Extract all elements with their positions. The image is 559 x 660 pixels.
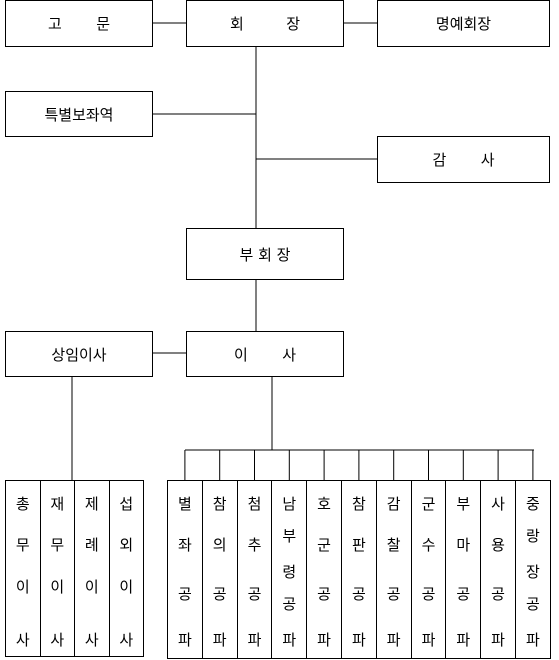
clan-branch-char: 감 xyxy=(386,495,401,513)
left-director-char: 외 xyxy=(119,536,134,554)
clan-branch-char: 공 xyxy=(491,585,505,603)
vice-chairman-box: 부 회 장 xyxy=(186,228,344,280)
clan-branch-char: 좌 xyxy=(177,536,192,554)
left-director-char: 이 xyxy=(50,578,65,596)
chairman-char-1: 회 xyxy=(230,15,244,33)
clan-branch-char: 공 xyxy=(386,585,401,603)
advisor-box: 고 문 xyxy=(5,0,153,47)
clan-branch-char: 의 xyxy=(212,536,227,554)
director-char-1: 이 xyxy=(234,345,248,364)
clan-branch-char: 부 xyxy=(456,495,471,513)
left-director-char: 사 xyxy=(50,631,65,649)
clan-branch-char: 파 xyxy=(421,631,436,649)
clan-branch-char: 공 xyxy=(351,585,366,603)
clan-branch-char: 사 xyxy=(491,495,505,513)
honorary-chairman-label: 명예회장 xyxy=(435,15,492,33)
left-director-char: 례 xyxy=(84,536,99,554)
clan-branch-char: 용 xyxy=(491,536,505,554)
auditor-box: 감 사 xyxy=(377,136,550,183)
left-director-char: 이 xyxy=(84,578,99,596)
clan-branch-char: 추 xyxy=(247,536,262,554)
clan-branch-char: 공 xyxy=(282,595,297,613)
clan-branch-char: 공 xyxy=(177,585,192,603)
vice-chairman-label: 부 회 장 xyxy=(239,245,291,264)
clan-branch-char: 참 xyxy=(212,495,227,513)
clan-branch-char: 파 xyxy=(212,631,227,649)
clan-branch-char: 파 xyxy=(317,631,331,649)
special-aide-label: 특별보좌역 xyxy=(44,105,114,124)
clan-branch-char: 랑 xyxy=(525,527,540,545)
clan-branch-char: 부 xyxy=(282,527,297,545)
standing-director-box: 상임이사 xyxy=(5,331,153,377)
left-director-char: 사 xyxy=(119,631,134,649)
clan-branch-char: 찰 xyxy=(386,536,401,554)
left-director-char: 이 xyxy=(15,578,30,596)
auditor-char-2: 사 xyxy=(480,151,495,169)
chairman-box: 회 장 xyxy=(186,0,344,47)
left-director-char: 무 xyxy=(15,536,30,554)
left-director-char: 사 xyxy=(15,631,30,649)
clan-branch-char: 군 xyxy=(317,536,331,554)
clan-branch-char: 별 xyxy=(177,495,192,513)
clan-branch-char: 수 xyxy=(421,536,436,554)
clan-branch-char: 마 xyxy=(456,536,471,554)
advisor-char-1: 고 xyxy=(48,15,62,33)
clan-branch-char: 공 xyxy=(212,585,227,603)
clan-branch-char: 파 xyxy=(456,631,471,649)
advisor-char-2: 문 xyxy=(96,15,110,33)
chairman-char-2: 장 xyxy=(286,15,300,33)
clan-branch-char: 파 xyxy=(351,631,366,649)
clan-branch-char: 파 xyxy=(525,631,540,649)
clan-branch-char: 령 xyxy=(282,563,297,581)
clan-branch-char: 남 xyxy=(282,495,297,513)
left-director-char: 섭 xyxy=(119,495,134,513)
special-aide-box: 특별보좌역 xyxy=(5,91,153,137)
clan-branch-char: 파 xyxy=(177,631,192,649)
honorary-chairman-box: 명예회장 xyxy=(377,0,550,47)
left-director-char: 사 xyxy=(84,631,99,649)
clan-branch-char: 파 xyxy=(386,631,401,649)
clan-branch-char: 장 xyxy=(525,563,540,581)
clan-branch-char: 중 xyxy=(525,495,540,513)
clan-branch-char: 참 xyxy=(351,495,366,513)
auditor-char-1: 감 xyxy=(432,151,447,169)
clan-branch-char: 판 xyxy=(351,536,366,554)
standing-director-label: 상임이사 xyxy=(51,345,107,364)
clan-branch-char: 첨 xyxy=(247,495,262,513)
clan-branch-char: 공 xyxy=(247,585,262,603)
clan-branch-char: 파 xyxy=(491,631,505,649)
clan-branch-char: 파 xyxy=(282,631,297,649)
clan-branch-char: 공 xyxy=(317,585,331,603)
clan-branch-char: 호 xyxy=(317,495,331,513)
clan-branch-char: 공 xyxy=(421,585,436,603)
clan-branch-char: 공 xyxy=(456,585,471,603)
clan-branch-char: 파 xyxy=(247,631,262,649)
clan-branch-char: 군 xyxy=(421,495,436,513)
left-director-char: 총 xyxy=(15,495,30,513)
director-char-2: 사 xyxy=(282,345,296,364)
clan-branch-char: 공 xyxy=(525,595,540,613)
director-box: 이 사 xyxy=(186,331,344,377)
left-director-char: 이 xyxy=(119,578,134,596)
left-director-char: 재 xyxy=(50,495,65,513)
left-director-char: 무 xyxy=(50,536,65,554)
left-director-char: 제 xyxy=(84,495,99,513)
